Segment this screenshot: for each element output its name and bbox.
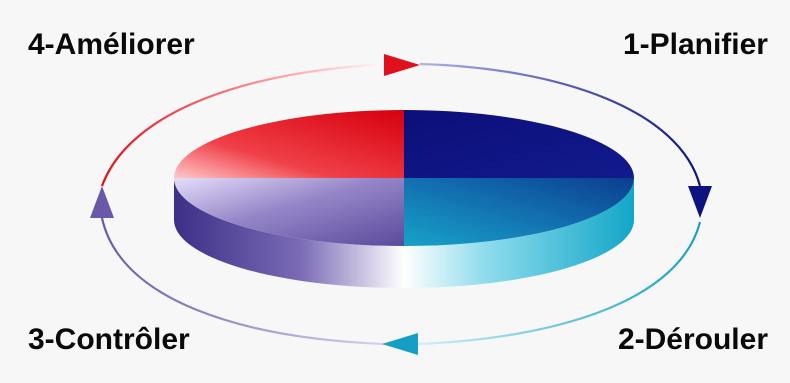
quadrant-act: [174, 110, 404, 178]
disk-top: [174, 110, 634, 246]
step-label-plan: 1-Planifier: [623, 30, 768, 60]
step-label-check: 3-Contrôler: [28, 325, 190, 355]
arrowhead-down-icon: [688, 186, 712, 218]
step-label-act: 4-Améliorer: [28, 30, 195, 60]
quadrant-plan: [404, 110, 634, 178]
arrowhead-up-icon: [90, 186, 114, 218]
arrowhead-left-icon: [382, 333, 418, 355]
arrowhead-right-icon: [384, 54, 420, 76]
step-label-do: 2-Dérouler: [618, 325, 768, 355]
